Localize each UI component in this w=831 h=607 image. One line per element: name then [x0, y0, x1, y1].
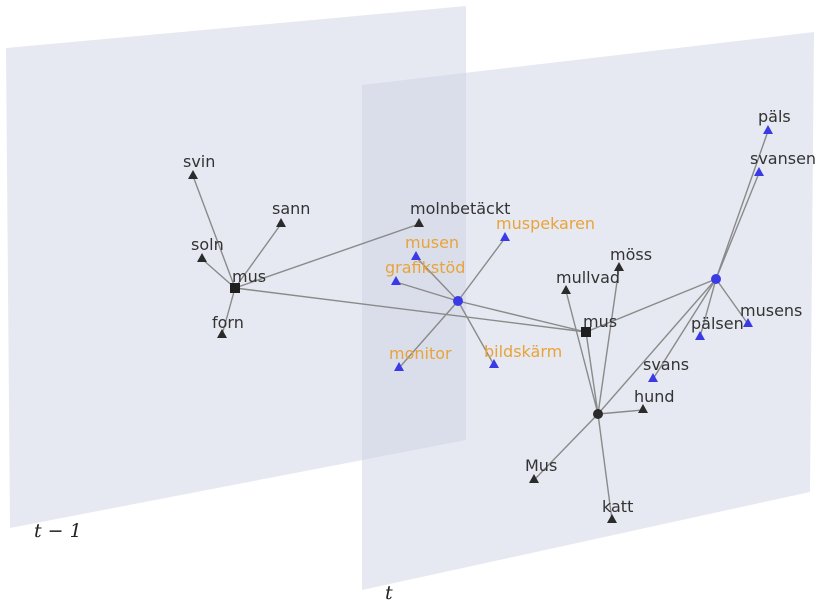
node-svans: [648, 373, 658, 382]
label-moss: möss: [610, 245, 652, 264]
label-sann: sann: [272, 199, 310, 218]
node-bildskarm: [489, 359, 499, 368]
node-grafikstod: [391, 276, 401, 285]
node-muspekaren: [500, 232, 510, 241]
node-Mus: [529, 474, 539, 483]
label-soln: soln: [191, 235, 224, 254]
labels-prev: svin sann soln mus forn: [183, 152, 310, 332]
label-katt: katt: [602, 497, 633, 516]
label-monitor: monitor: [389, 344, 452, 363]
label-svin: svin: [183, 152, 215, 171]
plane-t-minus-1: [6, 6, 466, 528]
label-muspekaren: muspekaren: [496, 214, 595, 233]
label-musen: musen: [405, 233, 459, 252]
edges-prev: [192, 175, 587, 336]
label-mus-curr: mus: [583, 312, 617, 331]
node-moss: [614, 262, 624, 271]
edges-curr: [395, 130, 769, 521]
node-palsen: [695, 331, 705, 340]
node-katt: [607, 514, 617, 523]
nodes-prev: [188, 170, 286, 338]
node-forn: [217, 329, 227, 338]
node-musen: [411, 251, 421, 260]
label-molnbetackt: molnbetäckt: [410, 199, 510, 218]
label-Mus: Mus: [525, 456, 557, 475]
node-pals: [763, 125, 773, 134]
label-palsen: pälsen: [691, 314, 744, 333]
plane-label-t: t: [385, 582, 393, 604]
hub-animal: [593, 409, 603, 419]
node-mullvad: [561, 285, 571, 294]
label-forn: forn: [212, 313, 244, 332]
node-soln: [197, 253, 207, 262]
labels-curr: molnbetäckt muspekaren musen grafikstöd …: [385, 107, 816, 516]
hub-computer: [453, 296, 463, 306]
node-svin: [188, 170, 198, 179]
nodes-curr: [391, 125, 773, 523]
label-mus-prev: mus: [232, 267, 266, 286]
node-hund: [638, 404, 648, 413]
node-mus-curr: [581, 327, 591, 337]
node-molnbetackt: [414, 218, 424, 227]
label-bildskarm: bildskärm: [484, 342, 562, 361]
label-pals: päls: [758, 107, 791, 126]
node-monitor: [394, 362, 404, 371]
node-svansen: [754, 167, 764, 176]
node-mus-prev: [230, 283, 240, 293]
hub-body: [711, 274, 721, 284]
label-svans: svans: [643, 355, 689, 374]
node-sann: [276, 218, 286, 227]
label-musens: musens: [740, 301, 802, 320]
plane-t: [362, 32, 814, 590]
label-grafikstod: grafikstöd: [385, 258, 465, 277]
node-musens: [743, 318, 753, 327]
label-svansen: svansen: [750, 149, 816, 168]
label-mullvad: mullvad: [556, 268, 620, 287]
plane-label-t-minus-1: t − 1: [34, 520, 82, 542]
label-hund: hund: [634, 387, 675, 406]
